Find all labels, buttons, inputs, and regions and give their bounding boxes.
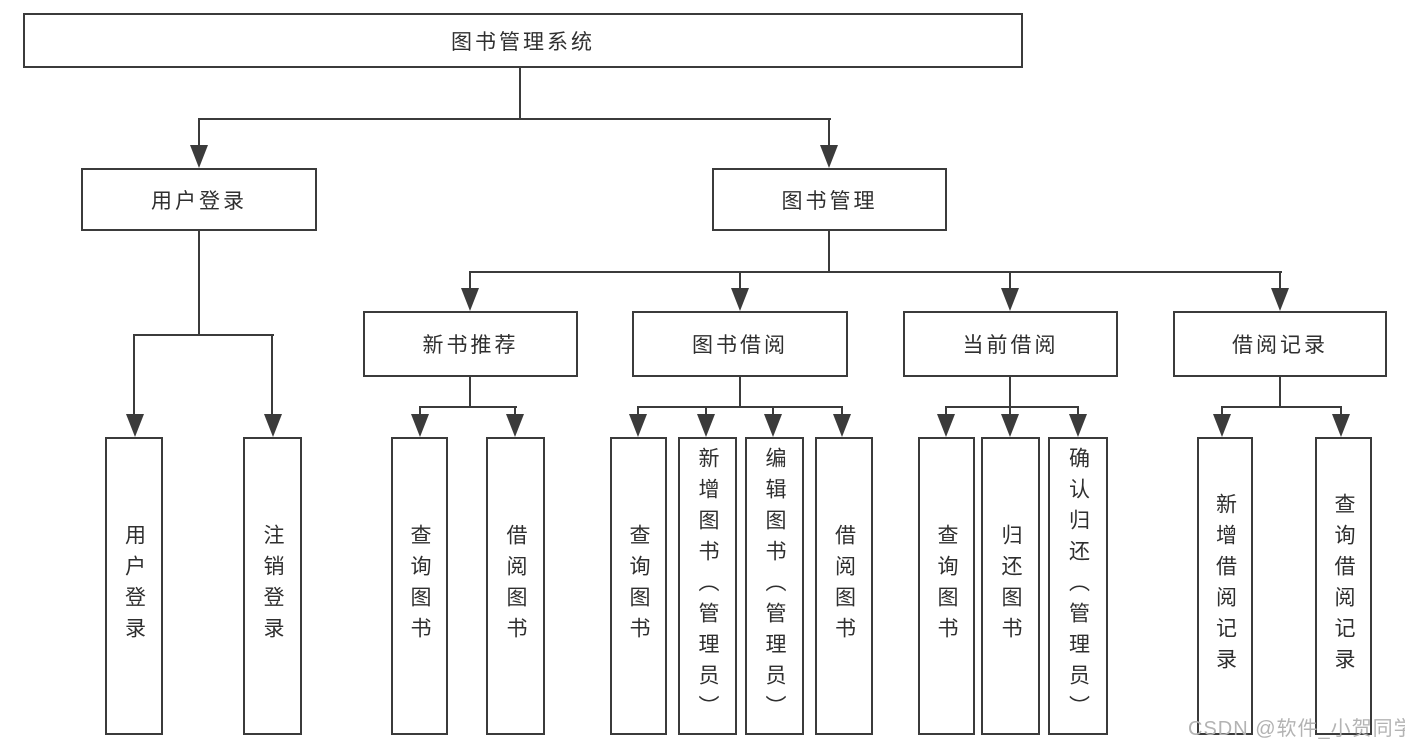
arrow-down-icon [764, 414, 782, 437]
node-label: 用户登录 [151, 189, 247, 213]
connector-current-borrow-stem [1009, 375, 1011, 408]
leaf-label: 新增借阅记录 [1213, 493, 1237, 679]
connector-current-borrow-crossbar [945, 406, 1079, 408]
leaf-logout: 注销登录 [243, 437, 302, 735]
leaf-label: 确认归还（管理员） [1066, 446, 1090, 726]
arrow-down-icon [506, 414, 524, 437]
leaf-label: 借阅图书 [504, 524, 527, 648]
leaf-label: 编辑图书（管理员） [763, 446, 786, 726]
connector-drop-book-borrow [739, 271, 741, 291]
arrow-down-icon [833, 414, 851, 437]
leaf-label: 用户登录 [122, 524, 146, 648]
node-book-management: 图书管理 [712, 168, 947, 231]
arrow-down-icon [1069, 414, 1087, 437]
leaf-label: 归还图书 [999, 524, 1022, 648]
connector-book-mgmt-crossbar [469, 271, 1282, 273]
leaf-label: 查询图书 [935, 524, 958, 648]
connector-drop-leaf [1221, 406, 1223, 418]
leaf-label: 查询图书 [408, 524, 431, 648]
connector-borrow-records-crossbar [1221, 406, 1342, 408]
arrow-down-icon [937, 414, 955, 437]
node-current-borrowing: 当前借阅 [903, 311, 1118, 377]
arrow-down-icon [1001, 414, 1019, 437]
node-user-login: 用户登录 [81, 168, 317, 231]
arrow-down-icon [461, 288, 479, 311]
leaf-confirm-return-admin: 确认归还（管理员） [1048, 437, 1108, 735]
connector-drop-book-mgmt [828, 118, 830, 148]
arrow-down-icon [731, 288, 749, 311]
connector-drop-leaf [1077, 406, 1079, 418]
leaf-borrow-books-recommend: 借阅图书 [486, 437, 545, 735]
leaf-label: 新增图书（管理员） [696, 446, 719, 726]
csdn-watermark: CSDN @软件_小贺同学 [1188, 718, 1405, 740]
node-label: 图书管理 [781, 189, 878, 213]
connector-book-mgmt-stem [828, 229, 830, 273]
node-label: 借阅记录 [1232, 334, 1328, 357]
connector-drop-leaf [1009, 406, 1011, 418]
leaf-label: 借阅图书 [832, 524, 856, 648]
connector-new-book-stem [469, 375, 471, 408]
arrow-down-icon [697, 414, 715, 437]
leaf-query-borrow-record: 查询借阅记录 [1315, 437, 1372, 735]
connector-drop-leaf [1340, 406, 1342, 418]
leaf-query-books-recommend: 查询图书 [391, 437, 448, 735]
connector-drop-leaf [514, 406, 516, 418]
connector-book-borrow-stem [739, 375, 741, 408]
node-book-borrowing: 图书借阅 [632, 311, 848, 377]
connector-drop-leaf [419, 406, 421, 418]
arrow-down-icon [820, 145, 838, 168]
arrow-down-icon [1001, 288, 1019, 311]
connector-drop-leaf [637, 406, 639, 418]
node-label: 当前借阅 [962, 334, 1059, 357]
leaf-edit-books-admin: 编辑图书（管理员） [745, 437, 804, 735]
leaf-add-books-admin: 新增图书（管理员） [678, 437, 737, 735]
arrow-down-icon [126, 414, 144, 437]
leaf-add-borrow-record: 新增借阅记录 [1197, 437, 1253, 735]
connector-drop-user-login [198, 118, 200, 148]
connector-drop-leaf [841, 406, 843, 418]
arrow-down-icon [1271, 288, 1289, 311]
connector-drop-leaf [945, 406, 947, 418]
connector-drop-borrow-records [1279, 271, 1281, 291]
connector-root-crossbar [198, 118, 831, 120]
node-label: 新书推荐 [422, 334, 519, 357]
connector-borrow-records-stem [1279, 375, 1281, 408]
connector-drop-logout-leaf [271, 334, 273, 418]
node-library-system-root: 图书管理系统 [23, 13, 1023, 68]
leaf-label: 查询图书 [627, 524, 650, 648]
connector-new-book-crossbar [419, 406, 517, 408]
arrow-down-icon [264, 414, 282, 437]
arrow-down-icon [629, 414, 647, 437]
leaf-label: 查询借阅记录 [1332, 493, 1355, 679]
arrow-down-icon [190, 145, 208, 168]
node-new-book-recommend: 新书推荐 [363, 311, 578, 377]
node-label: 图书借阅 [692, 334, 788, 357]
leaf-user-login: 用户登录 [105, 437, 163, 735]
leaf-return-books: 归还图书 [981, 437, 1040, 735]
leaf-borrow-books: 借阅图书 [815, 437, 873, 735]
connector-drop-new-book [469, 271, 471, 291]
connector-root-stem [519, 68, 521, 119]
node-borrow-records: 借阅记录 [1173, 311, 1387, 377]
node-label: 图书管理系统 [451, 30, 595, 54]
leaf-query-books-current: 查询图书 [918, 437, 975, 735]
arrow-down-icon [411, 414, 429, 437]
connector-user-login-crossbar [133, 334, 274, 336]
connector-drop-leaf [772, 406, 774, 418]
leaf-query-books-borrowing: 查询图书 [610, 437, 667, 735]
leaf-label: 注销登录 [261, 524, 284, 648]
connector-drop-login-leaf [133, 334, 135, 418]
connector-drop-current-borrow [1009, 271, 1011, 291]
connector-user-login-stem [198, 229, 200, 336]
arrow-down-icon [1213, 414, 1231, 437]
connector-drop-leaf [705, 406, 707, 418]
connector-book-borrow-crossbar [637, 406, 843, 408]
arrow-down-icon [1332, 414, 1350, 437]
